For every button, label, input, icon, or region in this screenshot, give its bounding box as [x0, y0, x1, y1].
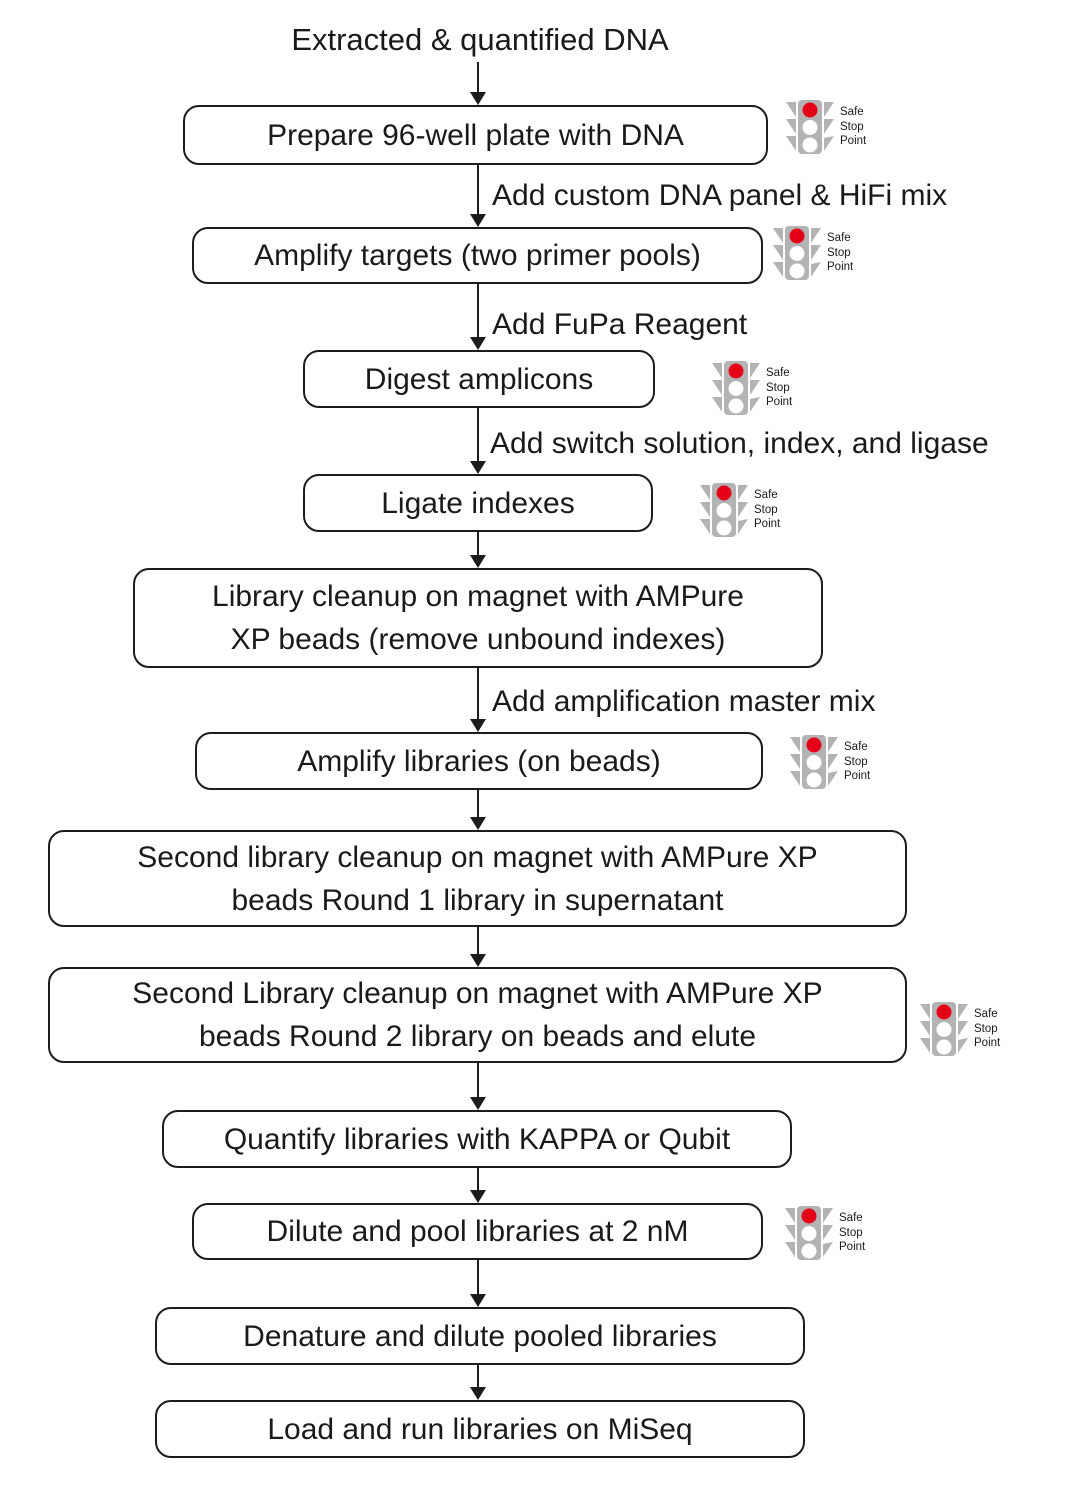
step-label: Dilute and pool libraries at 2 nM: [266, 1215, 689, 1248]
safe-stop-point-indicator: Safe Stop Point: [790, 735, 870, 792]
middle-light: [728, 381, 744, 396]
middle-light: [802, 120, 818, 135]
traffic-light-icon: [700, 483, 748, 537]
red-light: [806, 737, 822, 753]
flow-arrow: [470, 1260, 486, 1307]
red-light: [801, 1208, 817, 1224]
flow-arrow: [470, 165, 486, 227]
flow-arrow: [470, 532, 486, 568]
step-quantify-libraries: Quantify libraries with KAPPA or Qubit: [162, 1110, 792, 1168]
red-light: [728, 363, 744, 379]
step-label: Prepare 96-well plate with DNA: [267, 118, 684, 152]
step-library-cleanup: Library cleanup on magnet with AMPure XP…: [133, 568, 823, 668]
step-ligate-indexes: Ligate indexes: [303, 474, 653, 532]
flow-arrow: [470, 1168, 486, 1203]
arrow-label-add-custom-dna-panel: Add custom DNA panel & HiFi mix: [492, 179, 948, 212]
safe-stop-point-indicator: Safe Stop Point: [786, 100, 866, 157]
bottom-light: [802, 137, 818, 153]
step-label: Quantify libraries with KAPPA or Qubit: [223, 1122, 731, 1156]
step-dilute-pool-libraries: Dilute and pool libraries at 2 nM: [192, 1203, 763, 1260]
middle-light: [936, 1022, 952, 1037]
safe-stop-point-text: Safe Stop Point: [766, 367, 793, 408]
bottom-light: [716, 520, 732, 536]
safe-stop-point-text: Safe Stop Point: [840, 106, 867, 147]
bottom-light: [728, 398, 744, 414]
bottom-light: [806, 772, 822, 788]
step-label: Amplify libraries (on beads): [297, 744, 661, 778]
safe-stop-point-text: Safe Stop Point: [844, 741, 871, 782]
safe-stop-point-text: Safe Stop Point: [827, 232, 854, 273]
step-label: Load and run libraries on MiSeq: [267, 1412, 693, 1446]
middle-light: [789, 246, 805, 261]
traffic-light-icon: [785, 1206, 833, 1260]
middle-light: [806, 755, 822, 770]
traffic-light-icon: [712, 361, 760, 415]
safe-stop-point-text: Safe Stop Point: [839, 1212, 866, 1253]
flow-arrow: [470, 927, 486, 967]
step-denature-dilute-libraries: Denature and dilute pooled libraries: [155, 1307, 805, 1365]
step-label: Second Library cleanup on magnet with AM…: [132, 977, 823, 1010]
traffic-light-icon: [773, 226, 821, 280]
safe-stop-point-indicator: Safe Stop Point: [920, 1002, 1000, 1059]
bottom-light: [789, 263, 805, 279]
red-light: [716, 485, 732, 501]
step-label: beads Round 1 library in supernatant: [231, 883, 724, 917]
step-label: Denature and dilute pooled libraries: [243, 1319, 717, 1353]
middle-light: [801, 1226, 817, 1241]
step-prepare-96-well-plate: Prepare 96-well plate with DNA: [183, 105, 768, 165]
step-label: Library cleanup on magnet with AMPure: [212, 580, 744, 613]
bottom-light: [936, 1039, 952, 1055]
step-second-cleanup-round-1: Second library cleanup on magnet with AM…: [48, 830, 907, 927]
arrow-label-add-amplification-mix: Add amplification master mix: [492, 685, 876, 718]
flow-arrow: [470, 790, 486, 830]
safe-stop-point-indicator: Safe Stop Point: [773, 226, 853, 283]
flow-arrow: [470, 62, 486, 105]
arrow-label-add-fupa-reagent: Add FuPa Reagent: [492, 308, 748, 341]
bottom-light: [801, 1243, 817, 1259]
step-label: XP beads (remove unbound indexes): [230, 623, 726, 656]
flow-arrow: [470, 1063, 486, 1110]
step-load-run-miseq: Load and run libraries on MiSeq: [155, 1400, 805, 1458]
flow-arrow: [470, 284, 486, 350]
traffic-light-icon: [920, 1002, 968, 1056]
step-label: Second library cleanup on magnet with AM…: [137, 840, 818, 874]
step-amplify-libraries: Amplify libraries (on beads): [195, 732, 763, 790]
flow-arrow: [470, 408, 486, 474]
safe-stop-point-indicator: Safe Stop Point: [712, 361, 792, 418]
step-label: beads Round 2 library on beads and elute: [198, 1020, 757, 1053]
step-label: Amplify targets (two primer pools): [254, 239, 701, 272]
safe-stop-point-text: Safe Stop Point: [754, 489, 781, 530]
flow-arrow: [470, 1365, 486, 1400]
red-light: [802, 102, 818, 118]
step-amplify-targets: Amplify targets (two primer pools): [192, 227, 763, 284]
flowchart-start-label: Extracted & quantified DNA: [291, 22, 669, 57]
traffic-light-icon: [790, 735, 838, 789]
traffic-light-icon: [786, 100, 834, 154]
red-light: [936, 1004, 952, 1020]
step-label: Ligate indexes: [381, 486, 575, 520]
step-label: Digest amplicons: [364, 362, 594, 396]
arrow-label-add-switch-solution: Add switch solution, index, and ligase: [490, 427, 989, 460]
safe-stop-point-text: Safe Stop Point: [974, 1008, 1001, 1049]
step-digest-amplicons: Digest amplicons: [303, 350, 655, 408]
safe-stop-point-indicator: Safe Stop Point: [700, 483, 780, 540]
middle-light: [716, 503, 732, 518]
step-second-cleanup-round-2: Second Library cleanup on magnet with AM…: [48, 967, 907, 1063]
safe-stop-point-indicator: Safe Stop Point: [785, 1206, 865, 1263]
flow-arrow: [470, 668, 486, 732]
red-light: [789, 228, 805, 244]
